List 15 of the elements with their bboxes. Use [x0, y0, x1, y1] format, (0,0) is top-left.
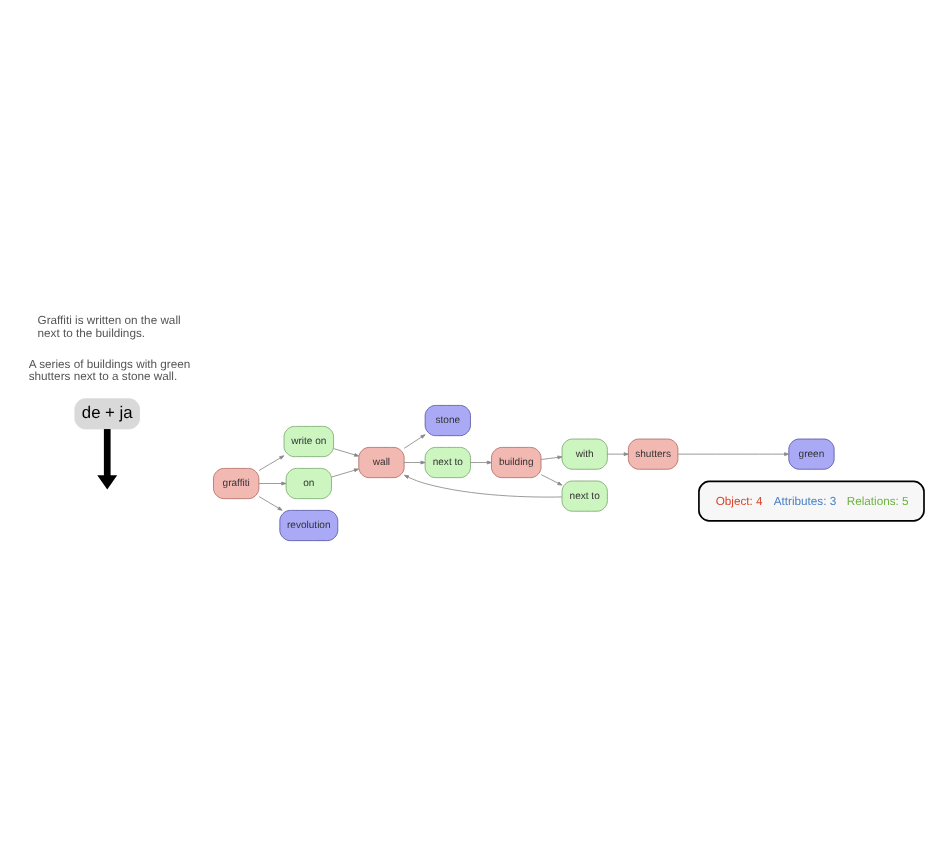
arrow: [540, 474, 563, 486]
arrow: [403, 474, 563, 498]
arrow: [607, 452, 629, 457]
arrow: [470, 460, 492, 465]
arrow: [403, 460, 426, 465]
arrow: [331, 468, 359, 478]
arrow: [677, 452, 790, 457]
node-box: de + ja: [74, 398, 140, 430]
arrow: [258, 481, 287, 486]
arrow: [258, 455, 285, 471]
arrow: [97, 429, 118, 490]
arrow: [258, 496, 283, 511]
arrow: [540, 455, 563, 460]
arrow: [333, 448, 360, 457]
arrow: [403, 434, 426, 449]
